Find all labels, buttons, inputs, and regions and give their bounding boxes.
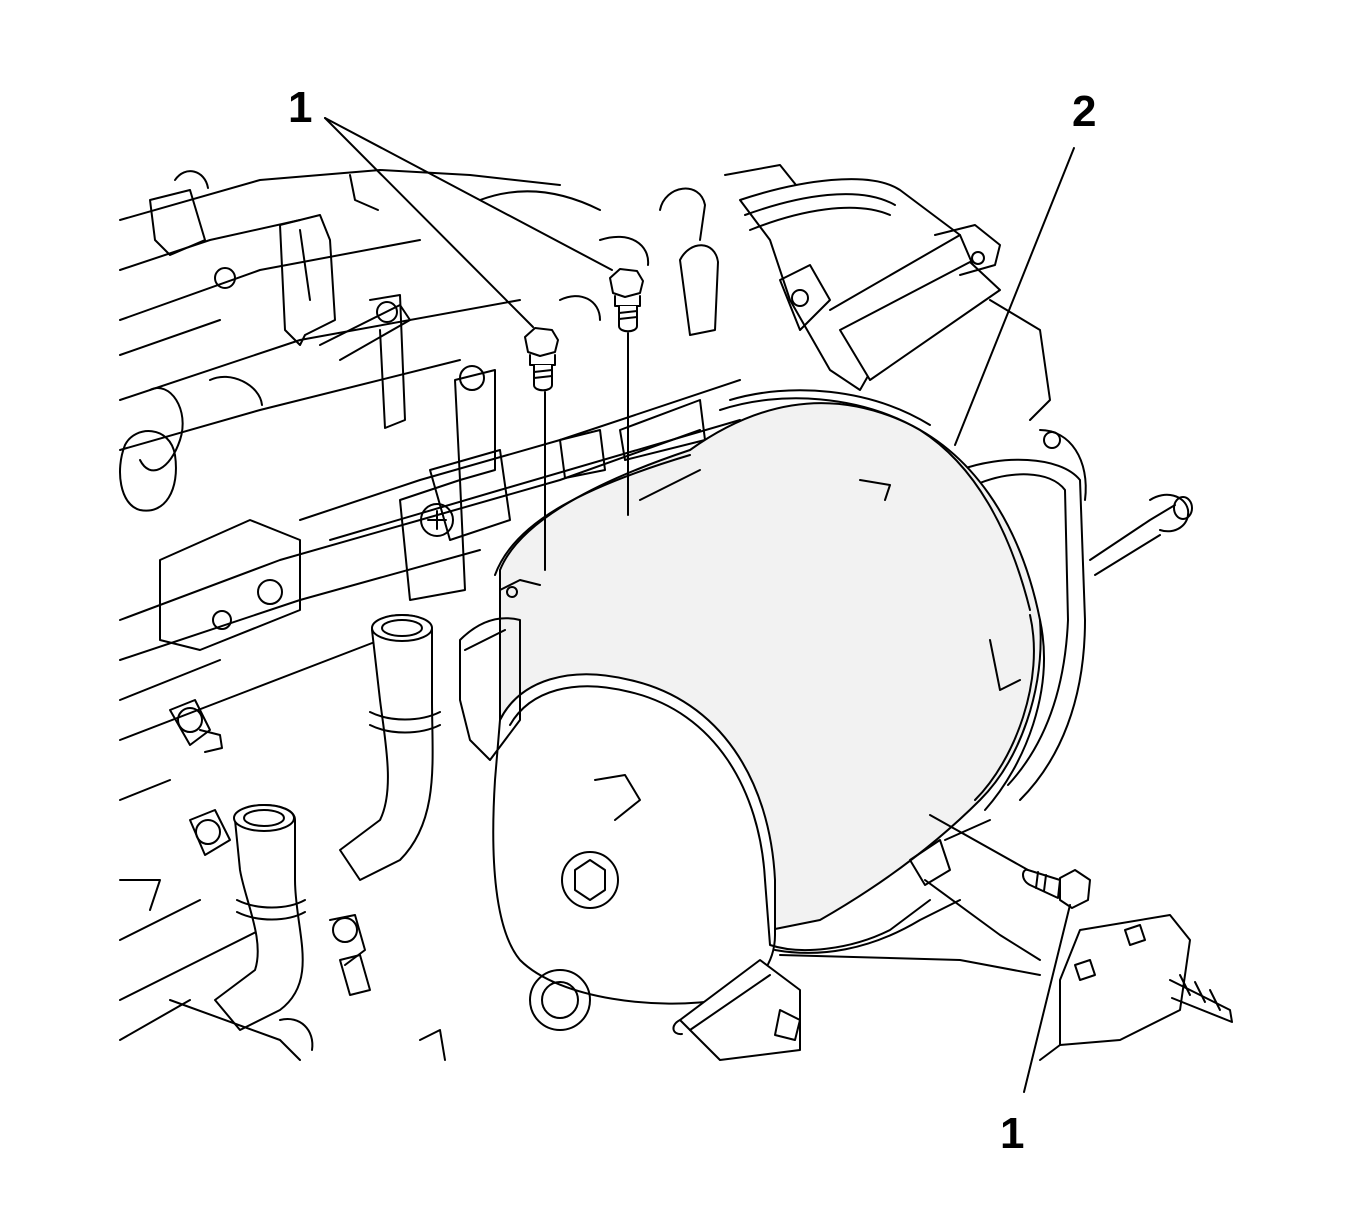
pipe-assembly-right <box>959 458 1193 801</box>
air-box <box>739 178 1087 501</box>
callout-1-bottom-leader <box>1023 904 1071 1093</box>
leader-bolt-1c <box>929 814 1029 871</box>
callout-1-leader-b <box>324 117 613 271</box>
callout-1-leader-a <box>324 117 534 328</box>
coolant-hoses <box>119 614 446 1061</box>
converter-heat-shield <box>459 389 1045 1061</box>
engine-block-left <box>119 164 801 1041</box>
bracket-bottom-right <box>1039 914 1233 1061</box>
bolt-1a <box>524 327 559 392</box>
callout-2-leader <box>954 147 1075 446</box>
callout-label-1-top: 1 <box>288 83 313 132</box>
callout-label-1-bottom: 1 <box>1000 1109 1025 1158</box>
callout-label-2: 2 <box>1072 87 1097 136</box>
bolt-1c <box>1022 868 1091 909</box>
leader-lines <box>324 117 1075 1093</box>
bolt-1b <box>609 268 644 333</box>
